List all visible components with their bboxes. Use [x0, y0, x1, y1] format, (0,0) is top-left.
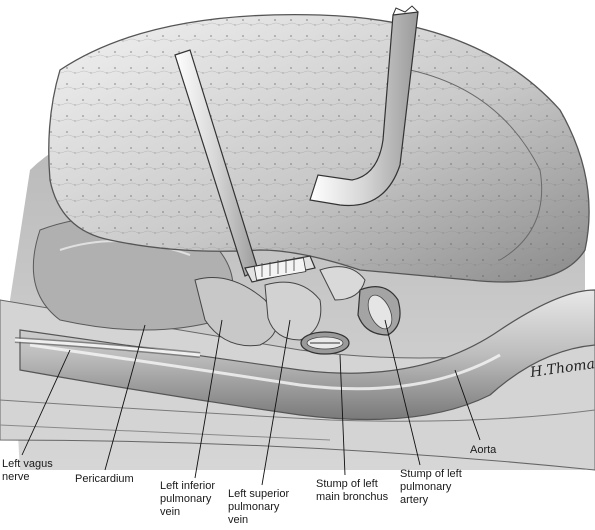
- label-stump-left-pulmonary-artery: Stump of left pulmonary artery: [400, 468, 462, 506]
- label-aorta: Aorta: [470, 444, 497, 456]
- label-left-vagus-nerve: Left vagus nerve: [2, 458, 53, 483]
- leader-lines: [21, 319, 481, 486]
- label-pericardium: Pericardium: [75, 473, 134, 485]
- label-left-inferior-pulmonary-vein: Left inferior pulmonary vein: [160, 480, 216, 518]
- label-stump-left-main-bronchus: Stump of left main bronchus: [316, 478, 389, 503]
- label-left-superior-pulmonary-vein: Left superior pulmonary vein: [228, 488, 290, 526]
